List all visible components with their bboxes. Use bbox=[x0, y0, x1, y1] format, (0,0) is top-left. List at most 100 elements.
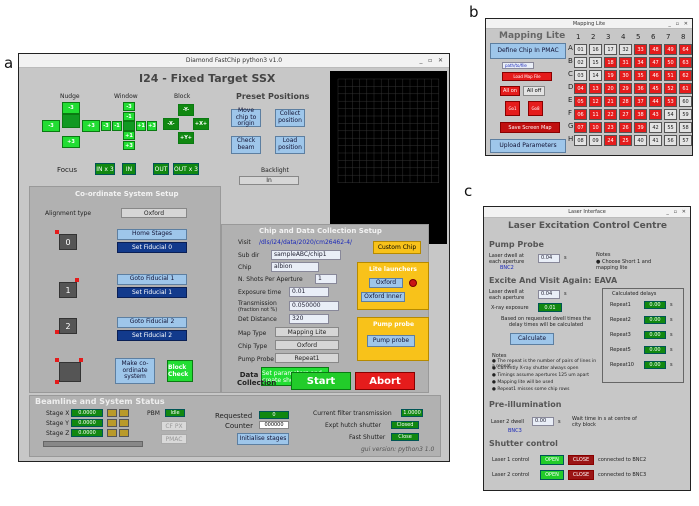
window-left1-button[interactable]: -1 bbox=[112, 121, 122, 131]
chip-block-cell[interactable]: 48 bbox=[649, 44, 662, 55]
chip-block-cell[interactable]: 26 bbox=[619, 122, 632, 133]
chip-block-cell[interactable]: 02 bbox=[574, 57, 587, 68]
window-down1-button[interactable]: +1 bbox=[123, 131, 135, 140]
chip-block-cell[interactable]: 39 bbox=[634, 122, 647, 133]
chip-block-cell[interactable]: 27 bbox=[619, 109, 632, 120]
camera-view[interactable] bbox=[330, 71, 447, 244]
window-controls[interactable]: _ ▫ ✕ bbox=[419, 57, 443, 64]
laser1-open-button[interactable]: OPEN bbox=[540, 455, 564, 465]
chip-block-cell[interactable]: 08 bbox=[574, 135, 587, 146]
alignment-select[interactable]: Oxford bbox=[121, 208, 187, 218]
laser-window-controls[interactable]: _ ▫ ✕ bbox=[666, 209, 686, 215]
chip-block-cell[interactable]: 49 bbox=[664, 44, 677, 55]
focus-out-button[interactable]: OUT bbox=[153, 163, 169, 175]
calculate-button[interactable]: Calculate bbox=[510, 333, 554, 345]
chip-block-cell[interactable]: 03 bbox=[574, 70, 587, 81]
chip-block-cell[interactable]: 01 bbox=[574, 44, 587, 55]
chip-block-cell[interactable]: 37 bbox=[634, 96, 647, 107]
chip-block-cell[interactable]: 50 bbox=[664, 57, 677, 68]
map-path-input[interactable]: path/to/file bbox=[502, 62, 534, 69]
chip-block-cell[interactable]: 53 bbox=[664, 96, 677, 107]
mapping-window-controls[interactable]: _ ▫ ✕ bbox=[668, 21, 688, 27]
chip-block-cell[interactable]: 45 bbox=[649, 83, 662, 94]
dwell-input[interactable]: 0.04 bbox=[538, 254, 560, 263]
pump-probe-button[interactable]: Pump probe bbox=[367, 335, 415, 347]
all-on-button[interactable]: All on bbox=[500, 86, 520, 96]
focus-in-button[interactable]: IN bbox=[122, 163, 136, 175]
chip-block-cell[interactable]: 15 bbox=[589, 57, 602, 68]
chip-block-cell[interactable]: 64 bbox=[679, 44, 692, 55]
abort-button[interactable]: Abort bbox=[355, 372, 415, 390]
chip-block-cell[interactable]: 34 bbox=[634, 57, 647, 68]
exposure-input[interactable]: 0.01 bbox=[289, 287, 329, 297]
chip-block-cell[interactable]: 36 bbox=[634, 83, 647, 94]
pmac-button[interactable]: PMAC bbox=[161, 434, 187, 444]
check-beam-button[interactable]: Check beam bbox=[231, 136, 261, 154]
dwell3-input[interactable]: 0.00 bbox=[532, 417, 554, 426]
chip-block-cell[interactable]: 04 bbox=[574, 83, 587, 94]
chip-block-cell[interactable]: 54 bbox=[664, 109, 677, 120]
chip-block-cell[interactable]: 23 bbox=[604, 122, 617, 133]
chip-block-cell[interactable]: 22 bbox=[604, 109, 617, 120]
chip-block-cell[interactable]: 38 bbox=[634, 109, 647, 120]
maptype-select[interactable]: Mapping Lite bbox=[275, 327, 339, 337]
load-position-button[interactable]: Load position bbox=[275, 136, 305, 154]
save-screen-map-button[interactable]: Save Screen Map bbox=[500, 122, 560, 133]
laser2-close-button[interactable]: CLOSE bbox=[568, 470, 594, 480]
chip-block-cell[interactable]: 51 bbox=[664, 70, 677, 81]
window-up3-button[interactable]: -3 bbox=[123, 102, 135, 111]
nudge-down-button[interactable]: +3 bbox=[62, 136, 80, 148]
chip-block-cell[interactable]: 16 bbox=[589, 44, 602, 55]
window-down3-button[interactable]: +3 bbox=[123, 141, 135, 150]
collect-position-button[interactable]: Collect position bbox=[275, 109, 305, 127]
chip-block-cell[interactable]: 55 bbox=[664, 122, 677, 133]
chip-block-cell[interactable]: 05 bbox=[574, 96, 587, 107]
chip-block-cell[interactable]: 11 bbox=[589, 109, 602, 120]
block-check-button[interactable]: Block Check bbox=[167, 360, 193, 382]
start-button[interactable]: Start bbox=[291, 372, 351, 390]
block-down-button[interactable]: +Y+ bbox=[178, 132, 194, 144]
oxford-inner-button[interactable]: Oxford Inner bbox=[361, 292, 405, 302]
chip-block-cell[interactable]: 09 bbox=[589, 135, 602, 146]
initialise-stages-button[interactable]: Initialise stages bbox=[237, 433, 289, 445]
chip-block-cell[interactable]: 58 bbox=[679, 122, 692, 133]
chip-block-cell[interactable]: 56 bbox=[664, 135, 677, 146]
chip-block-cell[interactable]: 17 bbox=[604, 44, 617, 55]
chip-block-cell[interactable]: 62 bbox=[679, 70, 692, 81]
chip-block-cell[interactable]: 47 bbox=[649, 57, 662, 68]
chip-block-cell[interactable]: 42 bbox=[649, 122, 662, 133]
oxford-launcher-button[interactable]: Oxford bbox=[369, 278, 403, 288]
goto-fiducial2-button[interactable]: Goto Fiducial 2 bbox=[117, 317, 187, 328]
transmission-input[interactable]: 0.050000 bbox=[289, 301, 339, 311]
chip-block-cell[interactable]: 20 bbox=[604, 83, 617, 94]
chip-block-cell[interactable]: 06 bbox=[574, 109, 587, 120]
focus-out3-button[interactable]: OUT x 3 bbox=[173, 163, 199, 175]
nudge-left-button[interactable]: -3 bbox=[42, 120, 60, 132]
set-fiducial2-button[interactable]: Set Fiducial 2 bbox=[117, 330, 187, 341]
chip-block-cell[interactable]: 41 bbox=[649, 135, 662, 146]
chip-block-cell[interactable]: 14 bbox=[589, 70, 602, 81]
window-right1-button[interactable]: +1 bbox=[136, 121, 146, 131]
chip-input[interactable]: albion bbox=[271, 262, 319, 272]
block-right-button[interactable]: +X+ bbox=[193, 118, 209, 130]
window-up1-button[interactable]: -1 bbox=[123, 112, 135, 121]
dwell2-input[interactable]: 0.04 bbox=[538, 290, 560, 299]
go8-button[interactable]: Go8 bbox=[528, 101, 543, 116]
chip-block-cell[interactable]: 35 bbox=[634, 70, 647, 81]
chip-block-cell[interactable]: 59 bbox=[679, 109, 692, 120]
chip-block-cell[interactable]: 24 bbox=[604, 135, 617, 146]
chip-block-cell[interactable]: 60 bbox=[679, 96, 692, 107]
nudge-up-button[interactable]: -3 bbox=[62, 102, 80, 114]
chip-block-cell[interactable]: 29 bbox=[619, 83, 632, 94]
detdist-input[interactable]: 320 bbox=[289, 314, 329, 324]
load-map-button[interactable]: Load Map File bbox=[502, 72, 552, 81]
goto-fiducial1-button[interactable]: Goto Fiducial 1 bbox=[117, 274, 187, 285]
chip-block-cell[interactable]: 19 bbox=[604, 70, 617, 81]
chip-block-cell[interactable]: 46 bbox=[649, 70, 662, 81]
chip-block-cell[interactable]: 57 bbox=[679, 135, 692, 146]
chip-block-cell[interactable]: 12 bbox=[589, 96, 602, 107]
set-fiducial0-button[interactable]: Set Fiducial 0 bbox=[117, 242, 187, 253]
chip-block-cell[interactable]: 31 bbox=[619, 57, 632, 68]
backlight-select[interactable]: In bbox=[239, 176, 299, 185]
laser1-close-button[interactable]: CLOSE bbox=[568, 455, 594, 465]
